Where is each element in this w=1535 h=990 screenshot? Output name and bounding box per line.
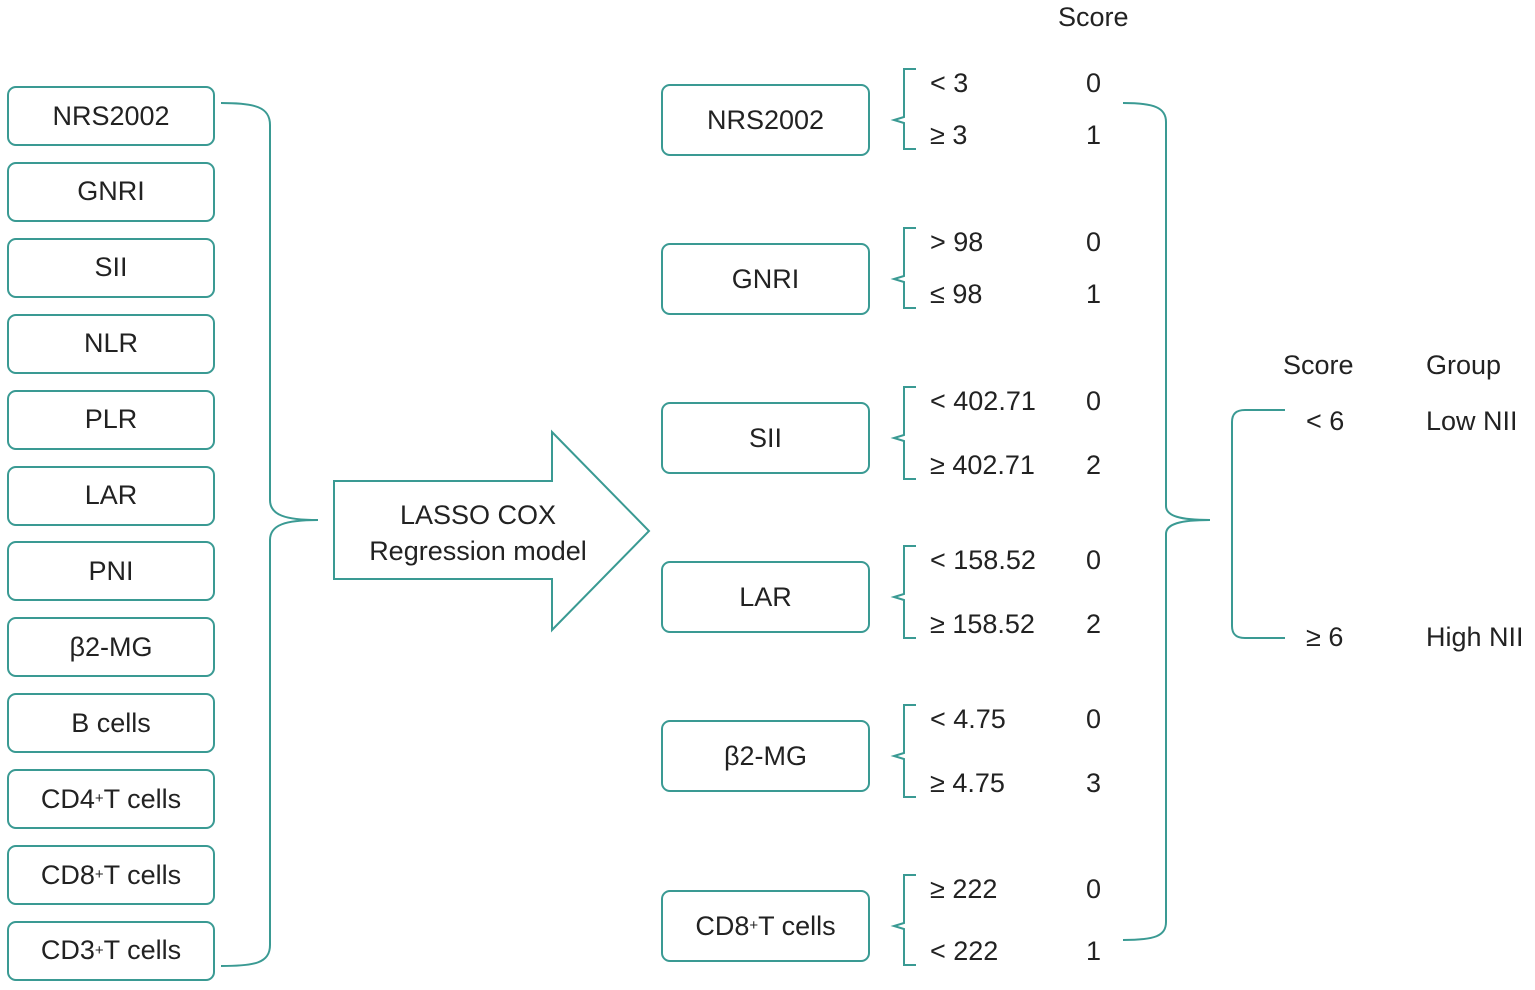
- candidate-box-cd3-t-cells: CD3+ T cells: [7, 920, 215, 981]
- low-nii-group: Low NII: [1426, 406, 1518, 436]
- cutoff-brace-nrs2002: [890, 68, 916, 150]
- points-nrs2002-1: 1: [1086, 120, 1102, 150]
- candidate-box-2-mg: β2-MG: [7, 617, 215, 678]
- points-nrs2002-0: 0: [1086, 68, 1102, 98]
- total-score-brace: [1122, 102, 1211, 941]
- group-bracket: [1231, 409, 1285, 639]
- cutoff-brace-lar: [890, 545, 916, 639]
- selected-box-sii: SII: [661, 402, 870, 474]
- candidate-box-nrs2002: NRS2002: [7, 86, 215, 146]
- candidates-brace: [220, 102, 319, 967]
- selected-box-cd8-t-cells: CD8+ T cells: [661, 890, 870, 962]
- points-2-mg-1: 3: [1086, 768, 1102, 798]
- candidate-box-nlr: NLR: [7, 313, 215, 374]
- candidate-box-pni: PNI: [7, 541, 215, 602]
- cutoff-cd8-t-cells-0: ≥ 222: [930, 874, 998, 904]
- candidate-box-lar: LAR: [7, 465, 215, 526]
- candidate-box-gnri: GNRI: [7, 161, 215, 222]
- cutoff-brace-cd8-t-cells: [890, 874, 916, 966]
- points-gnri-0: 0: [1086, 227, 1102, 257]
- points-cd8-t-cells-0: 0: [1086, 874, 1102, 904]
- cutoff-brace-gnri: [890, 227, 916, 309]
- cutoff-brace-sii: [890, 386, 916, 480]
- cutoff-2-mg-0: < 4.75: [930, 704, 1006, 734]
- points-lar-0: 0: [1086, 545, 1102, 575]
- high-score-threshold: ≥ 6: [1306, 622, 1344, 652]
- high-nii-group: High NII: [1426, 622, 1524, 652]
- points-cd8-t-cells-1: 1: [1086, 936, 1102, 966]
- cutoff-sii-1: ≥ 402.71: [930, 450, 1035, 480]
- selected-box-lar: LAR: [661, 561, 870, 633]
- lasso-cox-arrow-label: LASSO COX Regression model: [340, 497, 616, 569]
- model-name-line1: LASSO COX: [399, 500, 557, 530]
- candidate-box-cd4-t-cells: CD4+ T cells: [7, 769, 215, 830]
- cutoff-nrs2002-0: < 3: [930, 68, 969, 98]
- points-sii-1: 2: [1086, 450, 1102, 480]
- cutoff-gnri-0: > 98: [930, 227, 984, 257]
- selected-box-2-mg: β2-MG: [661, 720, 870, 792]
- cutoff-sii-0: < 402.71: [930, 386, 1036, 416]
- group-header: Group: [1426, 350, 1502, 380]
- selected-box-gnri: GNRI: [661, 243, 870, 315]
- cutoff-gnri-1: ≤ 98: [930, 279, 983, 309]
- points-sii-0: 0: [1086, 386, 1102, 416]
- cutoff-lar-0: < 158.52: [930, 545, 1036, 575]
- points-lar-1: 2: [1086, 609, 1102, 639]
- model-name-line2: Regression model: [369, 536, 587, 566]
- candidate-box-b-cells: B cells: [7, 693, 215, 754]
- candidate-box-cd8-t-cells: CD8+ T cells: [7, 845, 215, 905]
- selected-box-nrs2002: NRS2002: [661, 84, 870, 156]
- cutoff-2-mg-1: ≥ 4.75: [930, 768, 1005, 798]
- cutoff-nrs2002-1: ≥ 3: [930, 120, 968, 150]
- cutoff-lar-1: ≥ 158.52: [930, 609, 1035, 639]
- score-header: Score: [1058, 2, 1129, 32]
- low-score-threshold: < 6: [1306, 406, 1345, 436]
- candidate-box-sii: SII: [7, 237, 215, 298]
- points-2-mg-0: 0: [1086, 704, 1102, 734]
- points-gnri-1: 1: [1086, 279, 1102, 309]
- candidate-box-plr: PLR: [7, 389, 215, 450]
- cutoff-brace-2-mg: [890, 704, 916, 798]
- cutoff-cd8-t-cells-1: < 222: [930, 936, 999, 966]
- total-score-header: Score: [1283, 350, 1354, 380]
- lasso-cox-arrow: [333, 429, 651, 633]
